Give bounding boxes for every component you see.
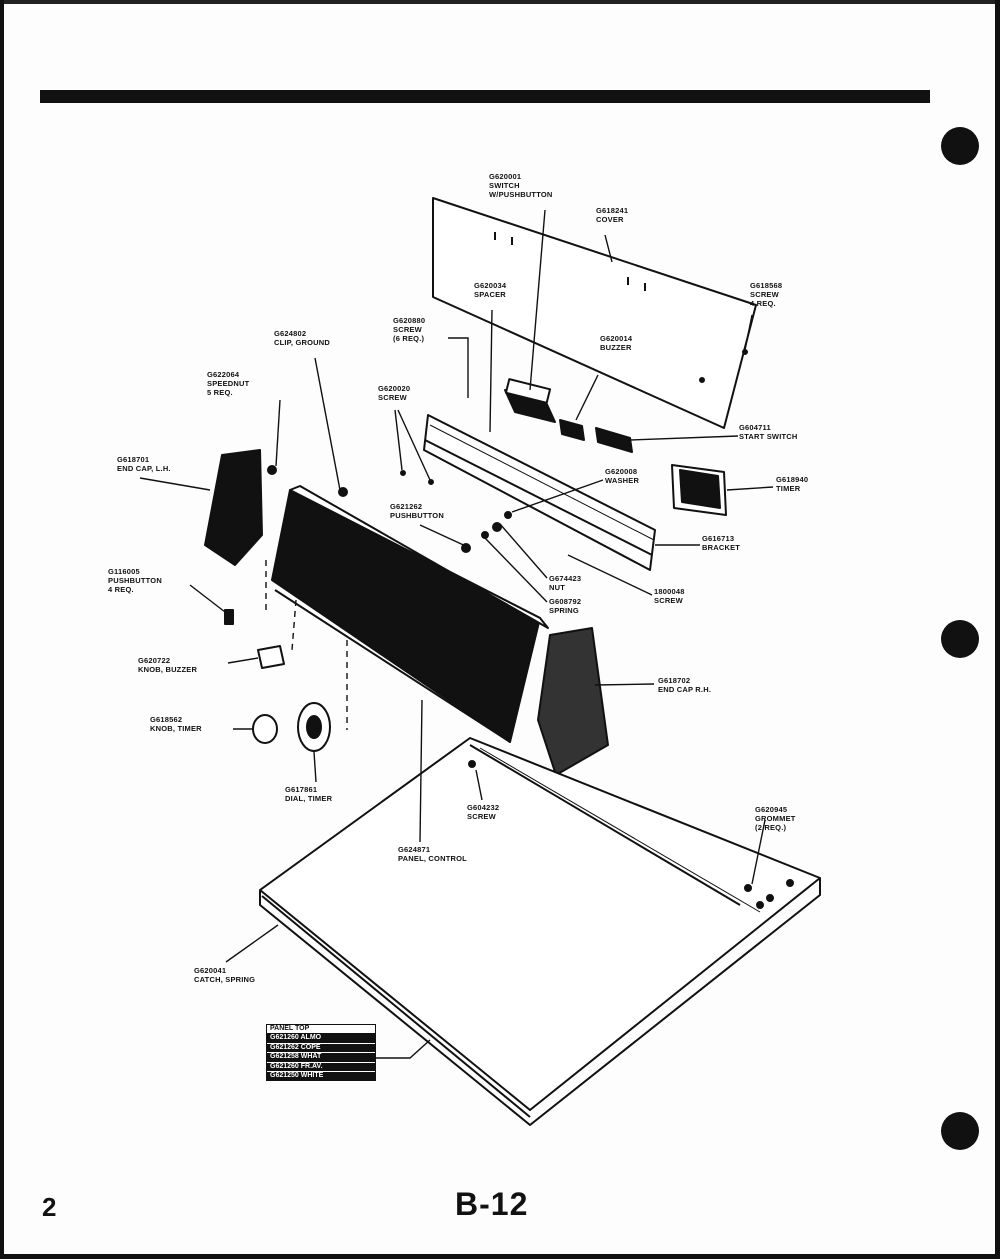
label-catch: G620041 CATCH, SPRING <box>194 966 256 984</box>
cover-panel <box>432 197 757 429</box>
label-screw-4: G618568 SCREW 4 REQ. <box>750 281 783 308</box>
label-screw-d: G604232 SCREW <box>467 803 500 821</box>
panel-top-table-row: G621258 WHAT <box>267 1053 375 1063</box>
label-timer: G618940 TIMER <box>776 475 809 493</box>
switch-part <box>504 378 556 423</box>
header-rule <box>40 90 930 103</box>
panel-top-table-row: G621260 FR.AV. <box>267 1062 375 1073</box>
timer-part <box>671 464 727 516</box>
page-number: 2 <box>42 1192 57 1222</box>
label-panel-control: G624871 PANEL, CONTROL <box>398 845 467 863</box>
panel-top-table-row: G621250 WHITE <box>267 1072 375 1081</box>
scan-edge-right <box>995 0 1000 1259</box>
label-nut: G674423 NUT <box>549 574 582 592</box>
buzzer-part <box>559 419 585 441</box>
label-endcap-rh: G618702 END CAP R.H. <box>658 676 712 694</box>
label-bracket: G616713 BRACKET <box>702 534 741 552</box>
punch-hole-icon <box>941 127 979 165</box>
label-screw-6: G620880 SCREW (6 REQ.) <box>393 316 426 343</box>
page-code: B-12 <box>455 1186 529 1222</box>
label-switch: G620001 SWITCH W/PUSHBUTTON <box>489 172 553 199</box>
label-dial: G617861 DIAL, TIMER <box>285 785 333 803</box>
control-panel-part <box>271 485 549 743</box>
knob-timer-part <box>252 714 278 744</box>
panel-top-table-header: PANEL TOP <box>267 1025 375 1035</box>
end-cap-left-part <box>204 449 263 566</box>
label-speednut: G622064 SPEEDNUT 5 REQ. <box>207 370 250 397</box>
label-knob-timer: G618562 KNOB, TIMER <box>150 715 202 733</box>
panel-top-table-row: G621260 ALMO <box>267 1034 375 1044</box>
label-pushbutton: G621262 PUSHBUTTON <box>390 502 444 520</box>
label-cover: G618241 COVER <box>596 206 629 224</box>
start-switch-part <box>595 427 633 453</box>
scan-edge-left <box>0 0 4 1259</box>
label-buzzer: G620014 BUZZER <box>600 334 633 352</box>
label-endcap-lh: G618701 END CAP, L.H. <box>117 455 171 473</box>
label-washer: G620008 WASHER <box>605 467 640 485</box>
punch-hole-icon <box>941 1112 979 1150</box>
label-spacer: G620034 SPACER <box>474 281 507 299</box>
label-knob-buzzer: G620722 KNOB, BUZZER <box>138 656 198 674</box>
label-screw-c: 1800048 SCREW <box>654 587 685 605</box>
label-clip: G624802 CLIP, GROUND <box>274 329 331 347</box>
label-screw-b: G620020 SCREW <box>378 384 411 402</box>
label-spring: G608792 SPRING <box>549 597 582 615</box>
punch-hole-icon <box>941 620 979 658</box>
label-grommet: G620945 GROMMET (2 REQ.) <box>755 805 796 832</box>
panel-top-table: PANEL TOP G621260 ALMO G621262 COPE G621… <box>266 1024 376 1082</box>
scan-edge-top <box>0 0 1000 4</box>
knob-buzzer-part <box>257 645 285 669</box>
scan-edge-bottom <box>0 1254 1000 1259</box>
bracket-part <box>423 414 656 571</box>
top-panel-part <box>259 737 821 1126</box>
label-pushbutton-4: G116005 PUSHBUTTON 4 REQ. <box>108 567 162 594</box>
label-start-switch: G604711 START SWITCH <box>739 423 798 441</box>
pushbutton-part <box>224 609 234 625</box>
end-cap-right-part <box>537 627 609 776</box>
panel-top-table-row: G621262 COPE <box>267 1043 375 1054</box>
